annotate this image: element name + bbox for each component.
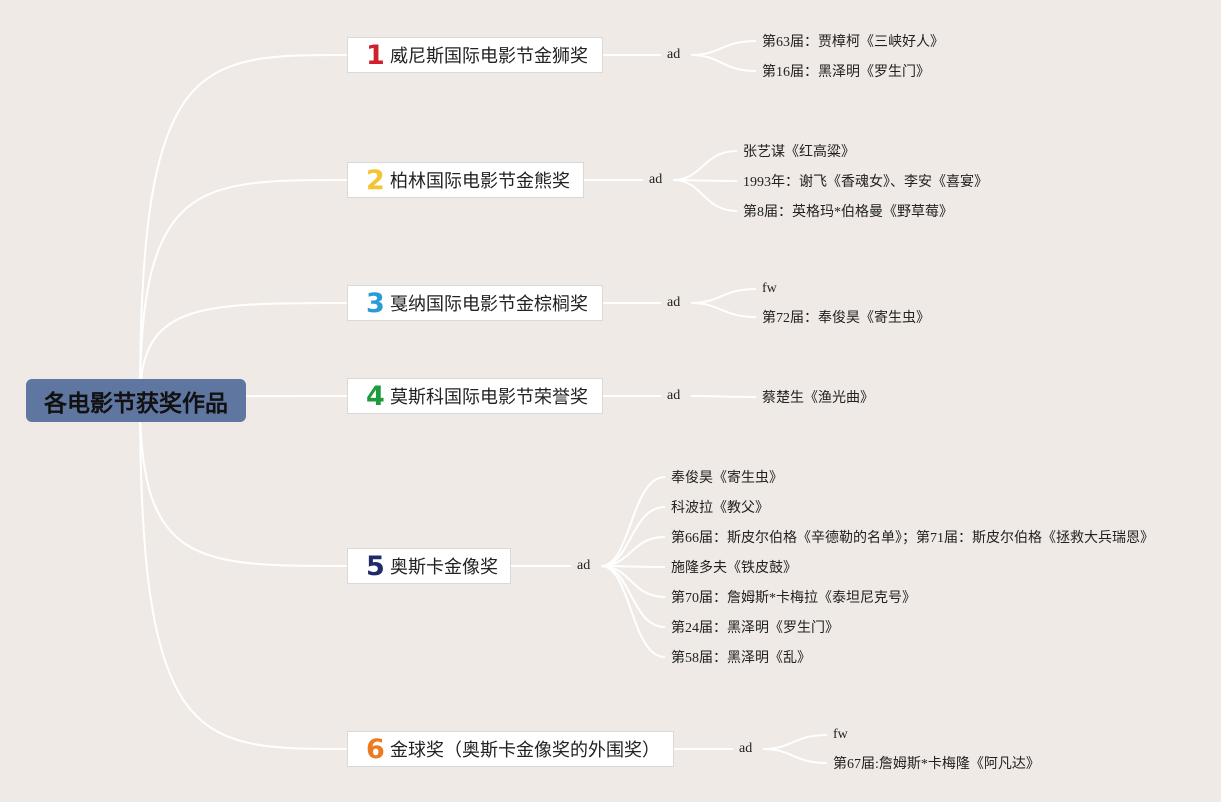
leaf-node[interactable]: 第24届：黑泽明《罗生门》 (671, 621, 839, 636)
connector-line (690, 302, 757, 318)
connector-line (139, 54, 348, 401)
topic-label: 威尼斯国际电影节金狮奖 (390, 46, 588, 67)
leaf-node[interactable]: 第58届：黑泽明《乱》 (671, 651, 811, 666)
leaf-node[interactable]: 第66届：斯皮尔伯格《辛德勒的名单》；第71届：斯皮尔伯格《拯救大兵瑞恩》 (671, 531, 1154, 546)
subtopic-node[interactable]: ad (667, 295, 681, 310)
topic-number: 3 (366, 287, 385, 319)
topic-number: 4 (366, 380, 385, 412)
leaf-node[interactable]: 第63届：贾樟柯《三峡好人》 (762, 35, 944, 50)
connector-line (762, 734, 828, 750)
connector-line (600, 476, 666, 567)
connector-line (762, 748, 828, 764)
leaf-node[interactable]: fw (833, 727, 848, 742)
topic-number: 5 (366, 550, 385, 582)
subtopic-node[interactable]: ad (649, 172, 663, 187)
connector-line (139, 179, 348, 401)
topic-label: 柏林国际电影节金熊奖 (390, 171, 570, 192)
topic-number: 2 (366, 164, 385, 196)
leaf-node[interactable]: 第16届：黑泽明《罗生门》 (762, 65, 930, 80)
leaf-node[interactable]: 张艺谋《红高粱》 (743, 145, 855, 160)
connector-line (690, 288, 757, 304)
leaf-node[interactable]: 第72届：奉俊昊《寄生虫》 (762, 311, 930, 326)
subtopic-node[interactable]: ad (739, 741, 753, 756)
connector-line (600, 565, 666, 658)
root-title: 各电影节获奖作品 (44, 390, 228, 417)
leaf-node[interactable]: 第67届:詹姆斯*卡梅隆《阿凡达》 (833, 757, 1040, 772)
connector-line (672, 179, 738, 212)
topic-label: 金球奖（奥斯卡金像奖的外围奖） (390, 740, 660, 761)
subtopic-node[interactable]: ad (577, 558, 591, 573)
root-topic[interactable]: 各电影节获奖作品 (26, 379, 246, 422)
connector-line (672, 150, 738, 181)
connector-line (690, 54, 757, 72)
leaf-node[interactable]: fw (762, 281, 777, 296)
topic-label: 奥斯卡金像奖 (390, 557, 498, 578)
topic-number: 1 (366, 39, 385, 71)
connector-line (690, 40, 757, 56)
subtopic-node[interactable]: ad (667, 388, 681, 403)
connector-line (139, 399, 348, 567)
leaf-node[interactable]: 奉俊昊《寄生虫》 (671, 471, 783, 486)
connector-line (139, 302, 348, 401)
leaf-node[interactable]: 第70届：詹姆斯*卡梅拉《泰坦尼克号》 (671, 591, 916, 606)
leaf-node[interactable]: 1993年：谢飞《香魂女》、李安《喜宴》 (743, 175, 988, 190)
leaf-node[interactable]: 科波拉《教父》 (671, 501, 769, 516)
subtopic-node[interactable]: ad (667, 47, 681, 62)
topic-number: 6 (366, 733, 385, 765)
topic-label: 戛纳国际电影节金棕榈奖 (390, 294, 588, 315)
connector-line (600, 506, 666, 567)
leaf-node[interactable]: 第8届：英格玛*伯格曼《野草莓》 (743, 205, 953, 220)
connector-line (139, 399, 348, 750)
connector-line (690, 395, 757, 398)
leaf-node[interactable]: 施隆多夫《铁皮鼓》 (671, 561, 797, 576)
leaf-node[interactable]: 蔡楚生《渔光曲》 (762, 391, 874, 406)
topic-label: 莫斯科国际电影节荣誉奖 (390, 387, 588, 408)
